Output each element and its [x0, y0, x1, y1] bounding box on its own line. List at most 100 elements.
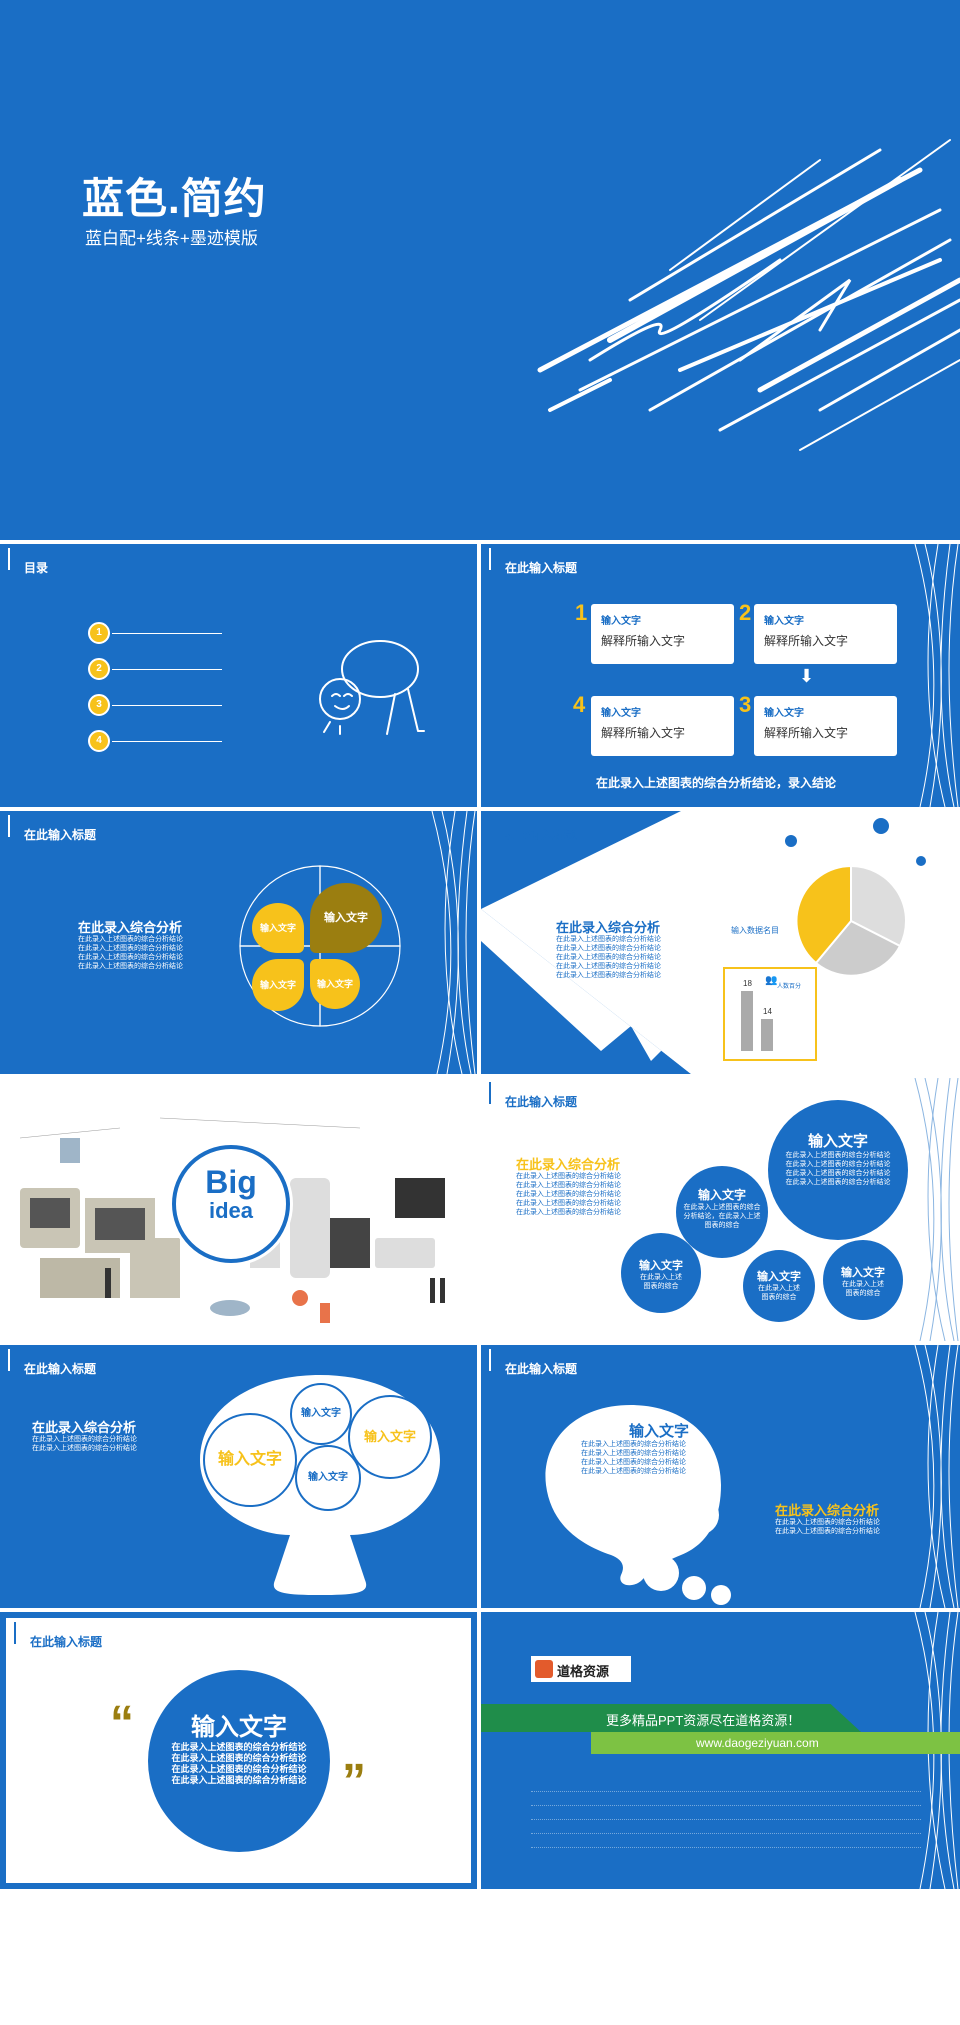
- bubble-line: 在此录入上述图表的综合分析结论: [581, 1441, 686, 1448]
- bubble-right[interactable]: 输入文字: [348, 1395, 432, 1479]
- petal-bottom-left[interactable]: 输入文字: [252, 959, 304, 1011]
- step-desc: 解释所输入文字: [764, 726, 849, 740]
- pie-label: 输入数据名目: [731, 926, 779, 935]
- circle-line: 图表的综合: [761, 1294, 797, 1301]
- circle-line: 在此录入上述: [842, 1281, 884, 1288]
- slide-big-idea: Big idea: [0, 1078, 477, 1341]
- toc-line: [112, 741, 222, 742]
- link-row[interactable]: [531, 1810, 921, 1820]
- circle-small[interactable]: 输入文字 在此录入上述 图表的综合: [743, 1250, 815, 1322]
- bubble-bottom[interactable]: 输入文字: [295, 1445, 361, 1511]
- analysis-title: 在此录入综合分析: [32, 1420, 137, 1435]
- circle-title: 输入文字: [639, 1260, 683, 1272]
- bubble-title: 输入文字: [629, 1423, 690, 1440]
- analysis-title: 在此录入综合分析: [775, 1503, 880, 1518]
- slide-header: 在此输入标题: [8, 1349, 96, 1376]
- circle-small[interactable]: 输入文字 在此录入上述 图表的综合: [823, 1240, 903, 1320]
- bubble-line: 在此录入上述图表的综合分析结论: [581, 1468, 686, 1475]
- analysis-line: 在此录入上述图表的综合分析结论: [516, 1191, 621, 1198]
- link-row[interactable]: [531, 1838, 921, 1848]
- slide-header: 目录: [8, 548, 48, 575]
- petal-top-right[interactable]: 输入文字: [310, 883, 382, 953]
- circle-line: 图表的综合: [643, 1283, 679, 1290]
- logo-text: 道格资源: [557, 1664, 610, 1679]
- step-number: 3: [739, 692, 752, 717]
- analysis-line: 在此录入上述图表的综合分析结论: [516, 1173, 621, 1180]
- bar-value: 18: [743, 979, 752, 988]
- link-row[interactable]: [531, 1824, 921, 1834]
- quote-open: “: [110, 1697, 134, 1750]
- step-desc: 解释所输入文字: [764, 634, 849, 648]
- link-row[interactable]: [531, 1796, 921, 1806]
- petal-bottom-right[interactable]: 输入文字: [310, 959, 360, 1009]
- bar: [741, 991, 753, 1051]
- bubble-top[interactable]: 输入文字: [290, 1383, 352, 1445]
- bubble-lines: 在此录入上述图表的综合分析结论 在此录入上述图表的综合分析结论 在此录入上述图表…: [581, 1440, 686, 1476]
- slide-header: 在此输入标题: [489, 1349, 577, 1376]
- circle-small[interactable]: 输入文字 在此录入上述 图表的综合: [621, 1233, 701, 1313]
- decorative-lines: [431, 811, 476, 1074]
- circle-line: 在此录入上述图表的综合: [683, 1204, 761, 1211]
- ink-strokes-graphic: [537, 139, 960, 451]
- cover-title: 蓝色.简约: [82, 175, 267, 222]
- analysis-line: 在此录入上述图表的综合分析结论: [516, 1182, 621, 1189]
- analysis-line: 在此录入上述图表的综合分析结论: [775, 1528, 880, 1535]
- toc-number-2: 2: [88, 658, 110, 680]
- big-text: Big: [205, 1164, 257, 1200]
- quote-line: 在此录入上述图表的综合分析结论: [171, 1764, 307, 1774]
- pie-chart: [796, 866, 906, 976]
- bar-label: 人数百分: [777, 984, 802, 990]
- analysis-line: 在此录入上述图表的综合分析结论: [556, 954, 661, 961]
- circle-line: 在此录入上述: [640, 1274, 682, 1281]
- step-title: 输入文字: [764, 616, 804, 627]
- slide-pie-chart: 在此输入标题 在此录入综合分析 在此录入上述图表的综合分析结论 在此录入上述图表…: [481, 811, 960, 1074]
- analysis-line: 在此录入上述图表的综合分析结论: [556, 936, 661, 943]
- step-title: 输入文字: [764, 708, 804, 719]
- bubble-large-left[interactable]: 输入文字: [203, 1413, 297, 1507]
- step-card[interactable]: 输入文字 解释所输入文字: [754, 604, 897, 664]
- link-row[interactable]: [531, 1782, 921, 1792]
- slide-header: 在此输入标题: [8, 815, 96, 842]
- circle-line: 在此录入上述图表的综合分析结论: [785, 1152, 891, 1159]
- circle-title: 输入文字: [757, 1271, 801, 1283]
- step-title: 输入文字: [601, 708, 641, 719]
- arrow-right-icon: ➡: [715, 621, 731, 641]
- analysis-line: 在此录入上述图表的综合分析结论: [775, 1519, 880, 1526]
- toc-number-1: 1: [88, 622, 110, 644]
- analysis-line: 在此录入上述图表的综合分析结论: [78, 954, 183, 961]
- analysis-line: 在此录入上述图表的综合分析结论: [556, 963, 661, 970]
- arrow-left-icon: ⬅: [715, 714, 731, 734]
- bar-chart-frame: 18 14 👥 人数百分: [723, 967, 817, 1061]
- decorative-lines: [914, 1345, 959, 1608]
- bar: [761, 1019, 773, 1051]
- quote-title: 输入文字: [191, 1714, 287, 1741]
- head-bubble-shape: [545, 1405, 731, 1605]
- step-card[interactable]: 输入文字 解释所输入文字: [754, 696, 897, 756]
- circle-large[interactable]: 输入文字 在此录入上述图表的综合分析结论 在此录入上述图表的综合分析结论 在此录…: [768, 1100, 908, 1240]
- banner-green: 更多精品PPT资源尽在道格资源！: [481, 1704, 861, 1732]
- slide-header: 在此输入标题: [14, 1622, 102, 1649]
- circle-title: 输入文字: [841, 1267, 885, 1279]
- slide-header: 在此输入标题: [489, 1082, 577, 1109]
- banner-lime[interactable]: www.daogeziyuan.com: [591, 1732, 960, 1754]
- step-number: 4: [573, 692, 586, 717]
- decorative-lines: [914, 544, 959, 807]
- step-card[interactable]: 输入文字 解释所输入文字: [591, 696, 734, 756]
- analysis-line: 在此录入上述图表的综合分析结论: [78, 936, 183, 943]
- banner-text: 更多精品PPT资源尽在道格资源！: [606, 1713, 801, 1728]
- analysis-line: 在此录入上述图表的综合分析结论: [556, 972, 661, 979]
- cover-slide: 蓝色.简约 蓝白配+线条+墨迹模版: [0, 0, 960, 540]
- step-desc: 解释所输入文字: [601, 634, 686, 648]
- petal-top-left[interactable]: 输入文字: [252, 903, 304, 953]
- circle-medium[interactable]: 输入文字 在此录入上述图表的综合 分析结论，在此录入上述 图表的综合: [676, 1166, 768, 1258]
- step-card[interactable]: 输入文字 解释所输入文字: [591, 604, 734, 664]
- doodle-figure-icon: [319, 640, 425, 735]
- slide-promo: 道格资源 更多精品PPT资源尽在道格资源！ www.daogeziyuan.co…: [481, 1612, 960, 1889]
- arrow-down-icon: ⬇: [799, 666, 815, 686]
- analysis-title: 在此录入综合分析: [556, 920, 661, 935]
- quote-close: ”: [342, 1755, 366, 1808]
- logo-box[interactable]: 道格资源: [531, 1656, 631, 1682]
- slide-quote: 在此输入标题 “ 输入文字 在此录入上述图表的综合分析结论 在此录入上述图表的综…: [0, 1612, 477, 1889]
- analysis-line: 在此录入上述图表的综合分析结论: [516, 1200, 621, 1207]
- slide-inner-white: 在此输入标题 “ 输入文字 在此录入上述图表的综合分析结论 在此录入上述图表的综…: [6, 1618, 471, 1883]
